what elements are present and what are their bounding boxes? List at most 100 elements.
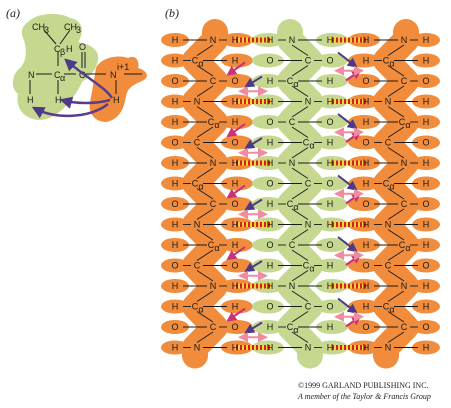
h-atom: H — [363, 158, 370, 168]
strand-lobe — [316, 258, 348, 273]
c-atom: C — [385, 138, 392, 148]
bond — [291, 249, 309, 261]
h-beta-label: H — [66, 44, 73, 54]
c-alpha-atom: C — [399, 240, 406, 250]
c-atom: C — [401, 76, 408, 86]
o-atom: O — [266, 302, 273, 312]
ch3-left-label: CH — [32, 22, 45, 32]
n-atom: N — [385, 343, 392, 353]
copyright-line-2: A member of the Taylor & Francis Group — [298, 392, 431, 401]
strand-lobe — [161, 299, 189, 314]
bond — [291, 331, 309, 343]
purple-arrow — [337, 236, 358, 253]
c-atom: C — [289, 240, 296, 250]
bond — [196, 147, 214, 159]
strand-lobe — [316, 53, 348, 68]
strand-lobe — [412, 197, 440, 211]
alpha-subscript: α — [293, 325, 298, 335]
bond — [387, 44, 405, 56]
h-atom: H — [327, 138, 334, 148]
bond — [291, 167, 309, 179]
o-atom: O — [171, 261, 178, 271]
c-alpha-atom: C — [383, 56, 390, 66]
o-atom: O — [266, 240, 273, 250]
strand-lobe — [412, 217, 440, 232]
hydrogen-bond — [235, 37, 271, 43]
strand-lobe — [161, 197, 189, 211]
strand-lobe — [221, 53, 253, 68]
bond — [196, 44, 214, 56]
magenta-arrow — [226, 246, 246, 261]
o-atom: O — [422, 261, 429, 271]
hydrogen-bond — [235, 160, 271, 166]
h-atom: H — [172, 35, 179, 45]
h-atom: H — [267, 281, 274, 291]
strand-lobe — [316, 197, 348, 211]
alpha-subscript: α — [60, 73, 65, 83]
ch3-right-sub: 3 — [76, 25, 81, 35]
o-label: O — [79, 42, 86, 52]
bond — [196, 167, 214, 179]
bond — [291, 44, 309, 56]
o-atom: O — [171, 199, 178, 209]
bond — [387, 126, 405, 138]
strand-lobe — [161, 279, 189, 293]
o-atom: O — [362, 322, 369, 332]
panel-a: CH 3 CH 3 C β H N C α C O H H N i+1 H — [12, 13, 147, 122]
strand-lobe — [161, 33, 189, 47]
c-alpha-atom: C — [287, 199, 294, 209]
alpha-subscript: α — [389, 305, 394, 315]
h-atom: H — [363, 343, 370, 353]
c-alpha-atom: C — [303, 138, 310, 148]
bond — [291, 126, 309, 138]
n-next-label: N — [110, 70, 117, 80]
bond — [196, 208, 214, 220]
n-atom: N — [401, 35, 408, 45]
purple-arrow — [337, 297, 358, 314]
h-atom: H — [327, 76, 334, 86]
h-atom: H — [267, 343, 274, 353]
h-atom: H — [327, 281, 334, 291]
bond — [291, 311, 309, 323]
c-atom: C — [210, 76, 217, 86]
bond — [196, 311, 214, 323]
h-atom: H — [423, 158, 430, 168]
bond — [387, 85, 405, 97]
strand-lobe — [412, 320, 440, 334]
o-atom: O — [231, 261, 238, 271]
n-atom: N — [194, 220, 201, 230]
bond — [196, 229, 214, 241]
c-alpha-label: C — [54, 70, 61, 80]
bond — [291, 85, 309, 97]
c-atom: C — [401, 199, 408, 209]
n-atom: N — [210, 35, 217, 45]
h-atom: H — [327, 343, 334, 353]
c-alpha-atom: C — [383, 179, 390, 189]
bond — [387, 208, 405, 220]
panel-a-green-blob — [12, 13, 99, 120]
h-atom: H — [423, 281, 430, 291]
strand-lobe — [252, 299, 284, 314]
strand-lobe — [161, 258, 189, 273]
h-atom: H — [363, 56, 370, 66]
h-alpha-label: H — [55, 95, 62, 105]
strand-lobe — [252, 115, 284, 129]
bond — [291, 290, 309, 302]
strand-lobe — [161, 238, 189, 252]
c-alpha-atom: C — [192, 302, 199, 312]
n-atom: N — [305, 220, 312, 230]
n-atom: N — [194, 97, 201, 107]
c-alpha-atom: C — [192, 179, 199, 189]
h-atom: H — [232, 302, 239, 312]
bond — [291, 229, 309, 241]
h-atom: H — [327, 97, 334, 107]
hydrogen-bond — [330, 99, 366, 104]
h-n-label: H — [27, 95, 34, 105]
h-atom: H — [363, 302, 370, 312]
o-atom: O — [326, 56, 333, 66]
bond — [196, 270, 214, 282]
h-atom: H — [267, 322, 274, 332]
c-atom: C — [305, 302, 312, 312]
hydrogen-bond — [235, 222, 271, 227]
hydrogen-bond — [330, 345, 366, 350]
